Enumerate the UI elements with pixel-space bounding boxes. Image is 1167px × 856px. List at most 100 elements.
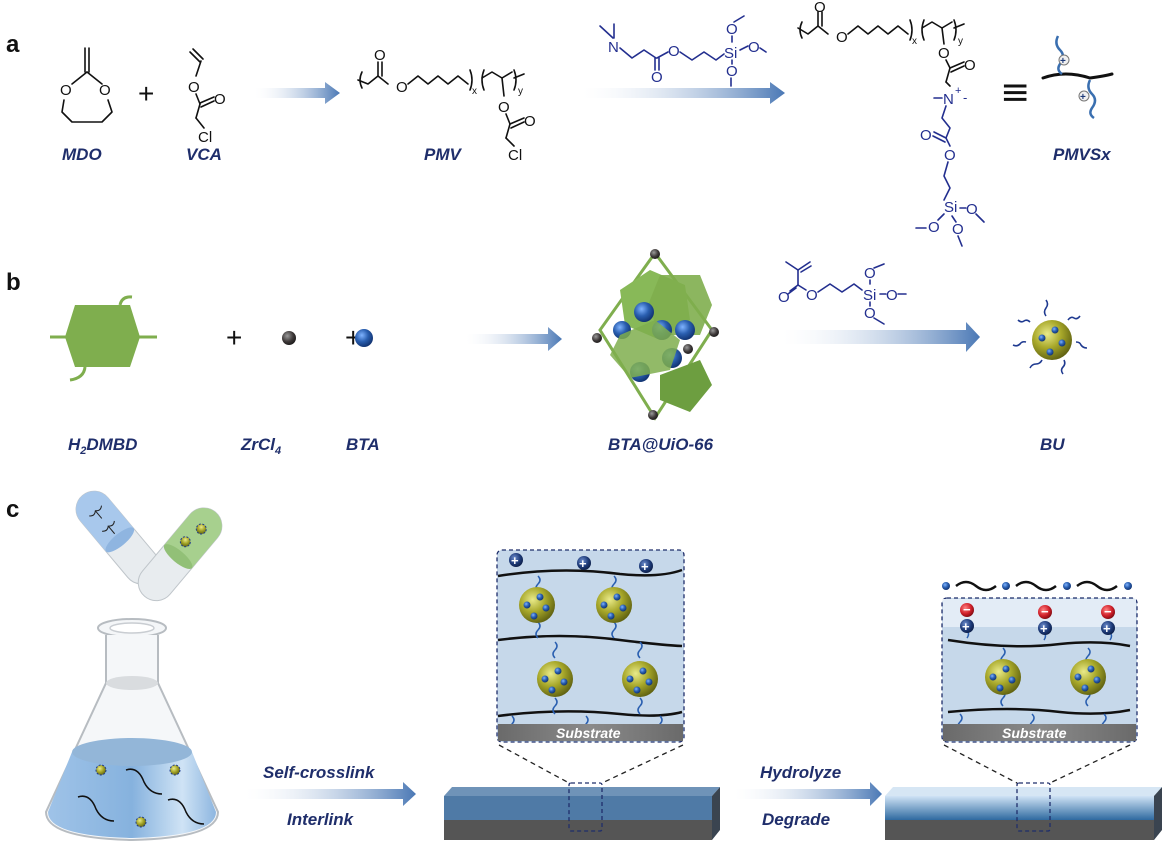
cation-icon: +: [1103, 621, 1111, 636]
subscript-y: y: [958, 36, 963, 47]
test-tube-bu: [137, 507, 223, 602]
atom-o: O: [944, 147, 956, 164]
label-pmvsx: PMVSx: [1053, 145, 1112, 164]
erlenmeyer-flask: [44, 618, 220, 842]
atom-o: O: [668, 43, 680, 60]
cation-icon: +: [641, 559, 649, 574]
label-h2dmbd: H2DMBD: [68, 435, 137, 457]
bta-uio66-mof-icon: [592, 249, 719, 421]
atom-o: O: [188, 79, 200, 96]
atom-o: O: [836, 29, 848, 46]
label-bta-uio66: BTA@UiO-66: [608, 435, 714, 454]
atom-cl: Cl: [198, 129, 212, 146]
charge-minus: -: [963, 90, 967, 105]
substrate-label: Substrate: [556, 725, 621, 741]
atom-si: Si: [724, 45, 737, 62]
zrcl4-sphere-icon: [282, 331, 296, 345]
atom-o: O: [651, 69, 663, 86]
plus-sign: +: [226, 322, 242, 353]
atom-o: O: [928, 219, 940, 236]
subscript-y: y: [518, 86, 523, 97]
reaction-arrow-3: [466, 327, 562, 351]
atom-n: N: [608, 39, 619, 56]
process-arrow-1: [245, 782, 416, 806]
degraded-substrate-slab: [885, 744, 1162, 840]
atom-o: O: [498, 99, 510, 116]
h2dmbd-linker-icon: [50, 295, 157, 382]
svg-text:+: +: [1060, 56, 1066, 67]
atom-o: O: [886, 287, 898, 304]
plus-sign: +: [345, 322, 361, 353]
atom-n-plus: N: [943, 91, 954, 108]
atom-o: O: [864, 265, 876, 282]
atom-o: O: [964, 57, 976, 74]
substrate-label: Substrate: [1002, 725, 1067, 741]
atom-o: O: [726, 63, 738, 80]
atom-o: O: [396, 79, 408, 96]
atom-o: O: [99, 82, 111, 99]
bu-particle-icon: [1012, 299, 1088, 375]
reaction-arrow-4: [782, 322, 980, 352]
pmvsx-structure: O O x y O O N + - O O Si O O: [797, 0, 985, 247]
atom-o: O: [952, 221, 964, 238]
step-label-interlink: Interlink: [287, 810, 355, 829]
label-zrcl4: ZrCl4: [240, 435, 281, 457]
cation-icon: +: [962, 619, 970, 634]
step-label-degrade: Degrade: [762, 810, 830, 829]
step-label-self-crosslink: Self-crosslink: [263, 763, 376, 782]
subscript-x: x: [912, 36, 917, 47]
pmvsx-cartoon: + +: [1041, 35, 1114, 120]
anion-icon: −: [1104, 604, 1112, 619]
reaction-arrow-2: [582, 82, 785, 104]
mdo-structure: O O: [60, 47, 113, 123]
bu-particle-icon: [985, 659, 1106, 695]
anion-icon: −: [963, 602, 971, 617]
atom-o: O: [214, 91, 226, 108]
atom-si: Si: [863, 287, 876, 304]
atom-o: O: [806, 287, 818, 304]
flask-contents: [77, 764, 205, 828]
equivalence-symbol: ≡: [1000, 72, 1030, 113]
panel-label-c: c: [6, 496, 19, 523]
atom-o: O: [726, 21, 738, 38]
plus-sign: +: [138, 78, 154, 109]
coated-substrate-slab: [444, 744, 720, 840]
panel-label-b: b: [6, 269, 21, 296]
atom-cl: Cl: [508, 147, 522, 164]
bu-particle-icon: [519, 587, 658, 697]
atom-o: O: [374, 47, 386, 64]
released-fragments: [942, 580, 1132, 592]
vca-structure: O O Cl: [188, 48, 226, 146]
atom-o: O: [748, 39, 760, 56]
label-pmv: PMV: [424, 145, 463, 164]
cation-icon: +: [511, 553, 519, 568]
panel-label-a: a: [6, 31, 20, 58]
anion-icon: −: [1041, 604, 1049, 619]
atom-o: O: [920, 127, 932, 144]
subscript-x: x: [472, 86, 477, 97]
atom-o: O: [966, 201, 978, 218]
cation-icon: +: [1040, 621, 1048, 636]
reaction-arrow-1: [255, 82, 340, 104]
pmv-structure: O O x y O O Cl: [357, 47, 536, 164]
atom-o: O: [524, 113, 536, 130]
atom-o: O: [60, 82, 72, 99]
charge-plus: +: [955, 85, 961, 97]
coating-inset-2: − − − + + + Substrate: [941, 580, 1138, 743]
label-bta: BTA: [346, 435, 380, 454]
atom-o: O: [864, 305, 876, 322]
atom-si: Si: [944, 199, 957, 216]
amine-silane-reagent: N O O Si O O O: [599, 15, 767, 87]
cation-icon: +: [579, 556, 587, 571]
process-arrow-2: [734, 782, 882, 806]
label-mdo: MDO: [62, 145, 102, 164]
coating-inset-1: + + + Substrate: [496, 549, 685, 743]
label-vca: VCA: [186, 145, 222, 164]
atom-o: O: [814, 0, 826, 16]
label-bu: BU: [1040, 435, 1065, 454]
methacrylate-silane-reagent: O O Si O O O: [778, 261, 907, 325]
svg-text:+: +: [1080, 92, 1086, 103]
step-label-hydrolyze: Hydrolyze: [760, 763, 841, 782]
test-tube-pmvsx: [75, 490, 161, 585]
